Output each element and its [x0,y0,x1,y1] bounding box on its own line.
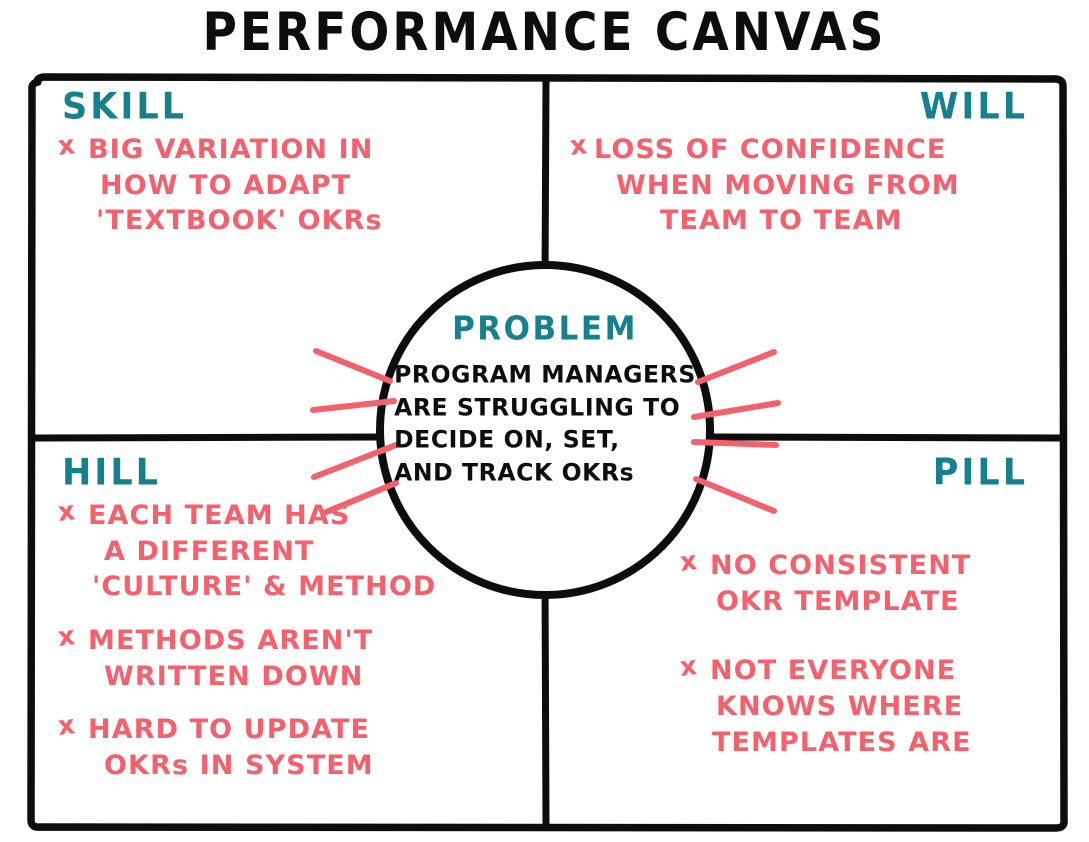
bullet-text: NOT EVERYONE KNOWS WHERE TEMPLATES ARE [710,653,1056,760]
bullet-line: BIG VARIATION IN [88,134,374,165]
bullet-text: HARD TO UPDATE OKRs IN SYSTEM [88,712,538,783]
quadrant-will-bullets: x LOSS OF CONFIDENCE WHEN MOVING FROM TE… [556,130,1056,239]
divider-horizontal-right [702,433,1066,442]
quadrant-skill-bullets: x BIG VARIATION IN HOW TO ADAPT 'TEXTBOO… [44,130,538,239]
quadrant-pill-bullets: x NO CONSISTENT OKR TEMPLATE x NOT EVERY… [666,546,1056,760]
list-item: x METHODS AREN'T WRITTEN DOWN [44,621,538,694]
bullet-line: A DIFFERENT [104,535,315,567]
cross-marker-icon: x [56,130,77,162]
bullet-line: HARD TO UPDATE [88,714,371,746]
bullet-line: LOSS OF CONFIDENCE [594,134,947,165]
center-problem-circle: PROBLEM PROGRAM MANAGERS ARE STRUGGLING … [310,261,781,599]
cross-marker-icon: x [678,651,699,684]
cross-marker-icon: x [56,710,77,742]
divider-horizontal-left [29,433,390,442]
bullet-line: TEAM TO TEAM [660,205,903,237]
divider-vertical-top [541,76,550,287]
bullet-line: WRITTEN DOWN [104,660,364,692]
problem-line: ARE STRUGGLING TO [394,392,681,422]
quadrant-will-heading: WILL [919,86,1028,128]
list-item: x LOSS OF CONFIDENCE WHEN MOVING FROM TE… [556,130,1056,239]
quadrant-pill-heading: PILL [932,452,1028,494]
bullet-text: LOSS OF CONFIDENCE WHEN MOVING FROM TEAM… [594,132,1056,239]
bullet-line: OKRs IN SYSTEM [104,749,374,781]
divider-vertical-bottom [541,574,550,830]
problem-line: PROGRAM MANAGERS [394,360,696,389]
list-item: x HARD TO UPDATE OKRs IN SYSTEM [44,710,538,783]
quadrant-skill: SKILL x BIG VARIATION IN HOW TO ADAPT 'T… [44,86,538,432]
cross-marker-icon: x [56,621,77,653]
bullet-line: OKR TEMPLATE [716,585,960,617]
bullet-line: KNOWS WHERE [716,690,964,722]
page-title: PERFORMANCE CANVAS [202,2,887,64]
list-item: x NO CONSISTENT OKR TEMPLATE [666,546,1056,619]
bullet-line: TEMPLATES ARE [712,726,972,758]
bullet-line: HOW TO ADAPT [100,169,352,201]
bullet-line: METHODS AREN'T [88,624,374,656]
quadrant-hill-heading: HILL [62,452,161,494]
quadrant-pill: PILL x NO CONSISTENT OKR TEMPLATE x NOT … [556,452,1056,822]
list-item: x NOT EVERYONE KNOWS WHERE TEMPLATES ARE [666,651,1056,760]
problem-body: PROGRAM MANAGERS ARE STRUGGLING TO DECID… [394,359,696,490]
quadrant-skill-heading: SKILL [62,86,187,128]
bullet-text: NO CONSISTENT OKR TEMPLATE [710,548,1056,619]
bullet-line: 'TEXTBOOK' OKRs [96,205,383,237]
bullet-line: WHEN MOVING FROM [616,169,960,201]
cross-marker-icon: x [56,496,77,528]
problem-line: AND TRACK OKRs [394,458,635,487]
bullet-line: EACH TEAM HAS [88,500,351,531]
problem-heading: PROBLEM [452,310,638,348]
quadrant-will: WILL x LOSS OF CONFIDENCE WHEN MOVING FR… [556,86,1056,432]
bullet-line: NO CONSISTENT [710,550,972,581]
bullet-text: METHODS AREN'T WRITTEN DOWN [88,623,538,694]
cross-marker-icon: x [568,130,589,162]
list-item: x BIG VARIATION IN HOW TO ADAPT 'TEXTBOO… [44,130,538,239]
bullet-line: NOT EVERYONE [710,655,957,687]
circle-content: PROBLEM PROGRAM MANAGERS ARE STRUGGLING … [378,263,712,597]
problem-line: DECIDE ON, SET, [394,425,620,455]
bullet-text: BIG VARIATION IN HOW TO ADAPT 'TEXTBOOK'… [88,132,538,239]
